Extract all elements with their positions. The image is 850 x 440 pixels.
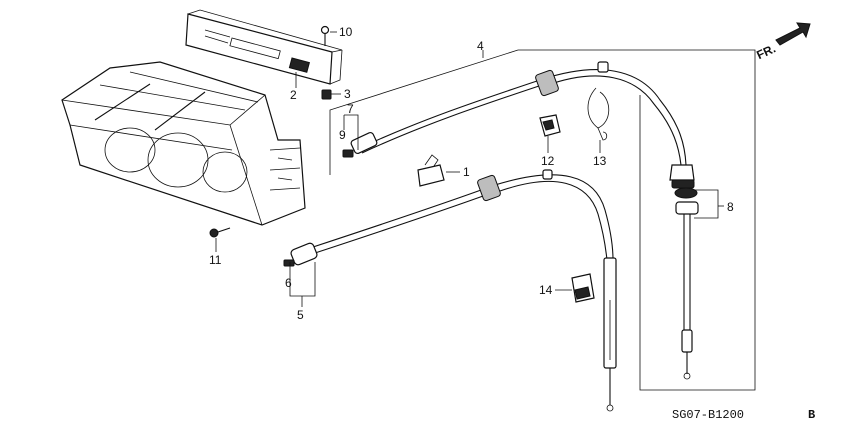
callout-4: 4 bbox=[477, 39, 484, 53]
callout-14: 14 bbox=[539, 283, 553, 297]
callout-9: 9 bbox=[339, 128, 346, 142]
retainer-part-13 bbox=[587, 87, 610, 141]
bulb-part-11 bbox=[209, 227, 231, 238]
diagram-code: SG07-B1200 bbox=[672, 408, 744, 422]
callout-12: 12 bbox=[541, 154, 555, 168]
cable-fitting-part-9 bbox=[342, 131, 378, 158]
clamp-part-12 bbox=[539, 114, 561, 137]
callout-8: 8 bbox=[727, 200, 734, 214]
speedometer-cable-upper bbox=[359, 61, 695, 189]
diagram-code-suffix: B bbox=[808, 408, 815, 422]
callout-2: 2 bbox=[290, 88, 297, 102]
front-direction-arrow-icon bbox=[775, 22, 811, 46]
callout-3: 3 bbox=[344, 87, 351, 101]
clip-part-1 bbox=[417, 154, 445, 187]
callout-13: 13 bbox=[593, 154, 607, 168]
instrument-cluster-housing bbox=[61, 61, 306, 226]
callout-1: 1 bbox=[463, 165, 470, 179]
callout-7: 7 bbox=[347, 102, 354, 116]
leader-lines bbox=[215, 31, 724, 307]
speedometer-cable-lower bbox=[283, 169, 617, 412]
front-direction-label: FR. bbox=[754, 41, 777, 62]
nut-part-3 bbox=[321, 89, 332, 100]
callout-11: 11 bbox=[209, 253, 222, 267]
callout-6: 6 bbox=[285, 276, 292, 290]
cable-gear-part-8 bbox=[674, 187, 699, 380]
callout-bracket-4 bbox=[329, 49, 756, 391]
cable-clamp-part-14 bbox=[571, 273, 595, 303]
callout-5: 5 bbox=[297, 308, 304, 322]
display-panel-part-2 bbox=[185, 9, 343, 85]
callout-10: 10 bbox=[339, 25, 353, 39]
screw-part-10 bbox=[320, 25, 330, 46]
